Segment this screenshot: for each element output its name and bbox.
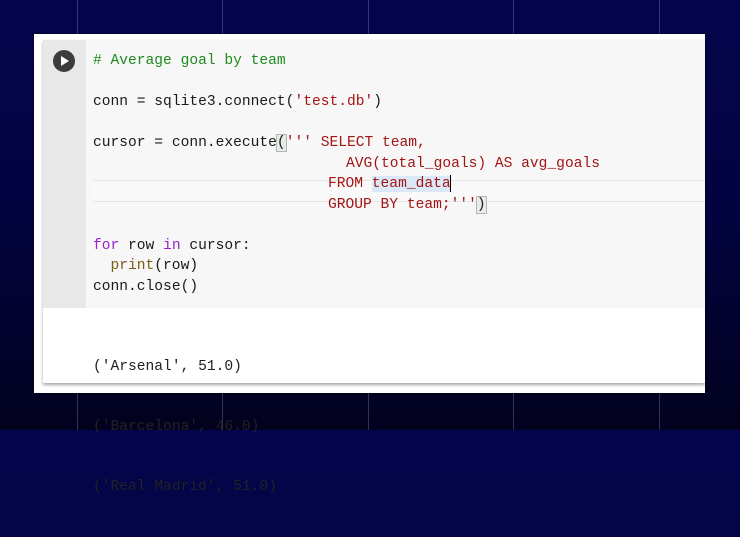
code-line-sql-from: FROM team_data bbox=[328, 174, 452, 192]
code-line-close: conn.close() bbox=[93, 278, 199, 295]
code-line-sql-group: GROUP BY team;''') bbox=[328, 195, 487, 214]
code-line-connect: conn = sqlite3.connect('test.db') bbox=[93, 94, 383, 110]
matched-bracket-close: ) bbox=[475, 195, 487, 214]
output-line: ('Arsenal', 51.0) bbox=[93, 359, 242, 375]
code-line-comment: # Average goal by team bbox=[93, 53, 286, 69]
cell-output: ('Arsenal', 51.0) ('Barcelona', 46.0) ('… bbox=[93, 317, 277, 537]
matched-bracket-open: ( bbox=[275, 134, 287, 152]
code-line-execute: cursor = conn.execute(''' SELECT team, bbox=[93, 134, 426, 152]
notebook-frame: # Average goal by team conn = sqlite3.co… bbox=[34, 34, 705, 495]
code-line-print: print(row) bbox=[110, 258, 199, 274]
selected-text: team_data bbox=[371, 176, 451, 192]
code-line-sql-avg: AVG(total_goals) AS avg_goals bbox=[346, 155, 600, 172]
text-cursor bbox=[449, 174, 452, 192]
cell-gutter bbox=[43, 40, 86, 308]
code-editor[interactable]: # Average goal by team conn = sqlite3.co… bbox=[43, 40, 705, 308]
output-line: ('Barcelona', 46.0) bbox=[93, 419, 260, 435]
code-cell[interactable]: # Average goal by team conn = sqlite3.co… bbox=[43, 40, 705, 495]
run-cell-button[interactable] bbox=[53, 50, 75, 72]
code-text[interactable]: # Average goal by team conn = sqlite3.co… bbox=[93, 40, 705, 430]
code-line-for: for row in cursor: bbox=[93, 237, 251, 254]
output-line: ('Real Madrid', 51.0) bbox=[93, 479, 277, 495]
